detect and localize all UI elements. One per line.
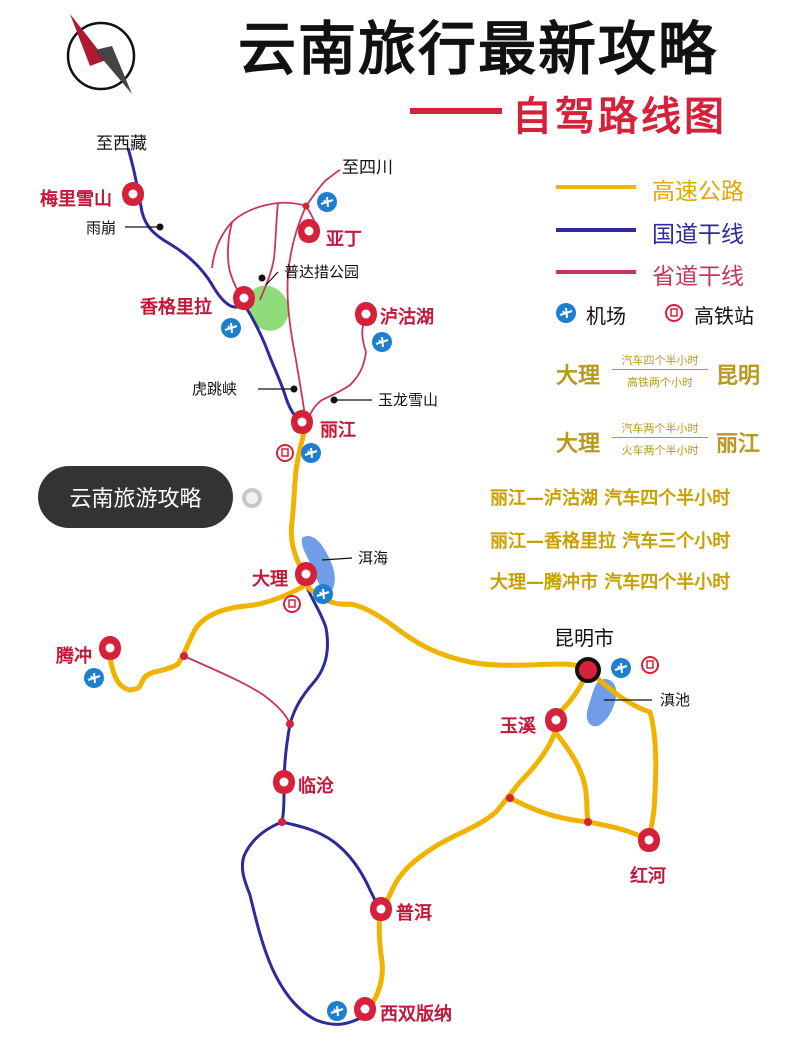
airport-icon [300,442,322,464]
hsr-station-icon [641,656,659,674]
legend-airport-icon [555,302,577,324]
airport-icon [83,667,105,689]
lincang-label: 临沧 [298,775,334,797]
legend-highway-label: 高速公路 [652,179,744,205]
junction-dots [156,223,338,404]
honghe-pin-icon [638,828,660,852]
yuxi-label: 玉溪 [500,716,537,737]
airport-icon [326,1000,348,1022]
kunming-label: 昆明市 [554,626,614,650]
upper-time: 汽车两个半小时 [621,422,699,435]
lower-time: 火车两个半小时 [621,444,699,457]
xishuangbanna-label: 西双版纳 [380,1003,452,1025]
honghe-label: 红河 [630,865,666,887]
airport-icon [312,583,334,605]
legend-provincial-label: 省道干线 [652,264,744,290]
dianchi-lake [586,678,617,727]
route-time-1: 丽江—泸沽湖 汽车四个半小时 [490,488,731,509]
lijiang-pin-icon [291,410,313,434]
fraction-bar [612,369,708,370]
yading-pin-icon [298,219,320,243]
provincial-roads [183,169,367,725]
hsr-station-icon [276,444,294,462]
lugu-label: 泸沽湖 [380,306,434,328]
route-time-3: 大理—腾冲市 汽车四个半小时 [490,572,731,593]
upper-time: 汽车四个半小时 [621,354,699,367]
yading-label: 亚丁 [326,229,362,250]
badge-ring-icon [242,488,262,508]
puer-pin-icon [370,897,392,921]
lijiang-label: 丽江 [320,420,356,441]
tengchong-pin-icon [99,636,121,660]
shangrila-label: 香格里拉 [139,296,212,318]
erhai-lake [301,535,335,591]
road-junctions [180,202,592,826]
route-time-2: 丽江—香格里拉 汽车三个小时 [490,531,731,552]
lower-time: 高铁两个小时 [627,376,693,389]
legend-airport-label: 机场 [586,304,626,328]
from-label: 大理 [556,364,601,389]
airport-icon [610,657,632,679]
meili-pin-icon [122,182,144,206]
tiger-leaping-label: 虎跳峡 [192,380,237,398]
airport-icon [371,331,393,353]
subtitle-dash [410,108,502,114]
dali-label: 大理 [252,568,288,590]
to-sichuan-label: 至四川 [342,158,393,178]
page-title: 云南旅行最新攻略 [238,15,719,83]
leader-lines [125,226,652,701]
erhai-label: 洱海 [358,549,388,567]
to-tibet-label: 至西藏 [96,134,147,154]
kunming-marker-icon [575,657,601,683]
yubeng-label: 雨崩 [86,219,116,237]
to-label: 丽江 [716,432,761,457]
page-subtitle: 自驾路线图 [512,93,727,140]
pudacuo-park-area [249,285,289,331]
meili-label: 梅里雪山 [40,188,112,210]
pudacuo-label: 普达措公园 [284,263,359,281]
airport-icon [220,317,242,339]
legend-hsr-label: 高铁站 [694,304,754,328]
legend-national-label: 国道干线 [652,222,744,248]
hsr-station-icon [283,595,301,613]
lincang-pin-icon [273,770,295,794]
xishuangbanna-pin-icon [354,997,376,1021]
guide-badge-button[interactable]: 云南旅游攻略 [38,466,233,528]
tengchong-label: 腾冲 [56,645,92,667]
yuxi-pin-icon [545,708,567,732]
dali-pin-icon [295,562,317,586]
jade-dragon-label: 玉龙雪山 [378,391,438,409]
shangrila-pin-icon [233,286,255,310]
puer-label: 普洱 [396,902,432,924]
airport-icon [316,191,338,213]
from-label: 大理 [556,432,601,457]
legend-hsr-icon [665,304,683,322]
lugu-pin-icon [355,302,377,326]
to-label: 昆明 [716,364,761,389]
dianchi-label: 滇池 [660,691,690,709]
compass-icon [66,14,136,94]
fraction-bar [612,437,708,438]
